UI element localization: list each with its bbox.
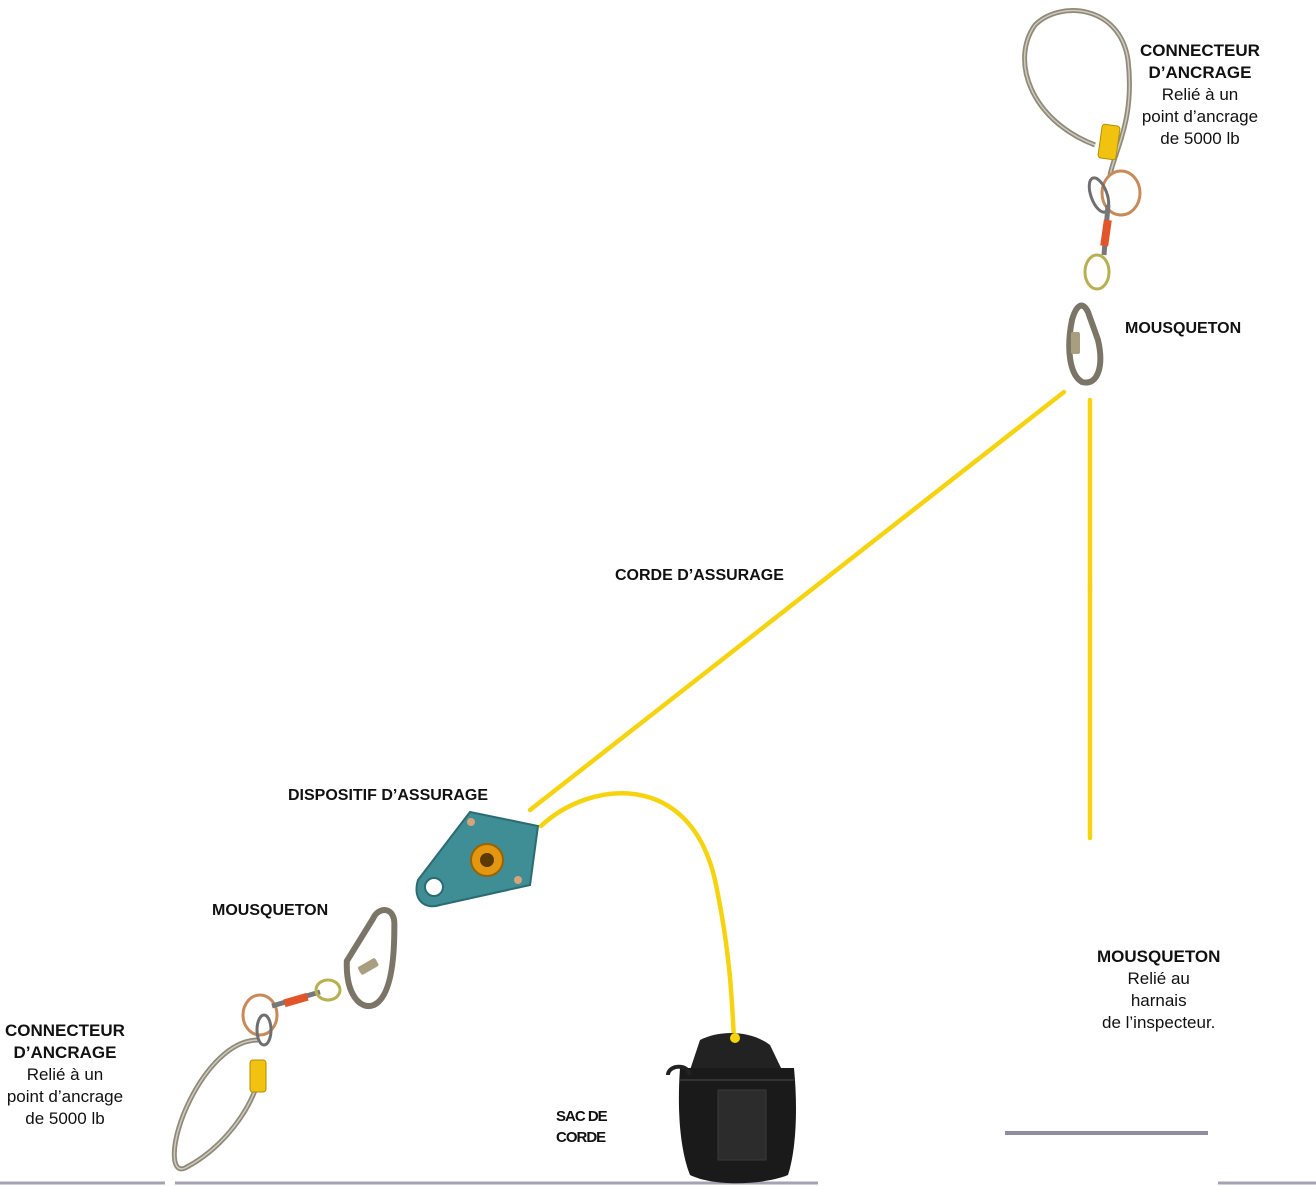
top-anchor-desc-2: point d’ancrage bbox=[1141, 107, 1259, 126]
harness-carabiner-label: MOUSQUETON Relié au harnais de l’inspect… bbox=[1097, 946, 1220, 1034]
top-anchor-title-1: CONNECTEUR bbox=[1140, 41, 1260, 60]
top-anchor-desc-3: de 5000 lb bbox=[1160, 129, 1240, 148]
bottom-anchor-title-2: D’ANCRAGE bbox=[13, 1043, 117, 1062]
harness-carabiner-title: MOUSQUETON bbox=[1097, 947, 1221, 966]
top-carabiner bbox=[1066, 302, 1104, 386]
harness-carabiner-desc-2: harnais bbox=[1130, 991, 1187, 1010]
belay-device bbox=[415, 810, 540, 908]
bottom-anchor-desc-2: point d’ancrage bbox=[6, 1087, 124, 1106]
rope-bag-label: SAC DE CORDE bbox=[556, 1106, 608, 1148]
rope-bag bbox=[666, 1033, 796, 1184]
bottom-carabiner bbox=[343, 907, 398, 1010]
bottom-anchor-label: CONNECTEUR D’ANCRAGE Relié à un point d’… bbox=[5, 1020, 125, 1130]
harness-carabiner-desc-3: de l’inspecteur. bbox=[1102, 1013, 1216, 1032]
rope-bag-label-1: SAC DE bbox=[556, 1108, 608, 1125]
bottom-anchor-desc-1: Relié à un bbox=[26, 1065, 104, 1084]
bottom-anchor-desc-3: de 5000 lb bbox=[25, 1109, 105, 1128]
top-anchor-title-2: D’ANCRAGE bbox=[1148, 63, 1252, 82]
ground-lines bbox=[0, 1131, 1316, 1186]
top-anchor-connector bbox=[1022, 8, 1142, 291]
bottom-anchor-connector bbox=[171, 978, 342, 1172]
top-anchor-label: CONNECTEUR D’ANCRAGE Relié à un point d’… bbox=[1140, 40, 1260, 150]
bottom-carabiner-label: MOUSQUETON bbox=[212, 902, 329, 919]
top-anchor-desc-1: Relié à un bbox=[1161, 85, 1239, 104]
belay-rope bbox=[527, 389, 1093, 1043]
belay-rope-label: CORDE D’ASSURAGE bbox=[615, 567, 784, 584]
rope-bag-label-2: CORDE bbox=[556, 1129, 606, 1146]
belay-device-label: DISPOSITIF D’ASSURAGE bbox=[288, 787, 489, 804]
bottom-anchor-title-1: CONNECTEUR bbox=[5, 1021, 125, 1040]
harness-carabiner-desc-1: Relié au bbox=[1127, 969, 1190, 988]
top-carabiner-label: MOUSQUETON bbox=[1125, 320, 1242, 337]
